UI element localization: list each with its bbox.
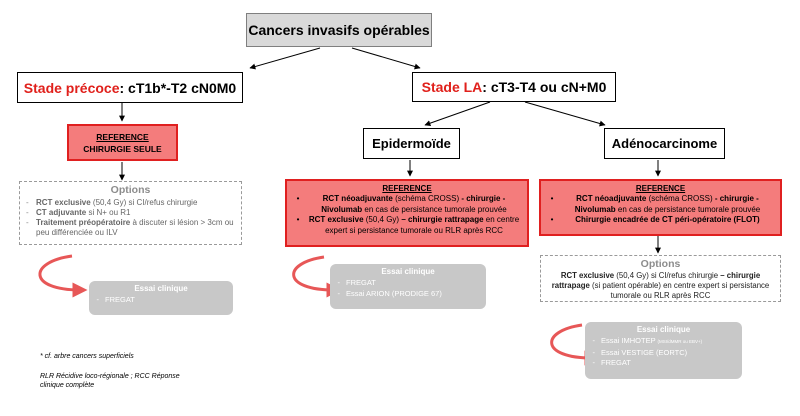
early-options-title: Options — [110, 184, 151, 196]
early-options-box: Options -RCT exclusive (50,4 Gy) si CI/r… — [19, 181, 242, 245]
squamous-node: Epidermoïde — [363, 128, 460, 159]
early-reference-box: REFERENCE CHIRURGIE SEULE — [67, 124, 178, 161]
adeno-trial-item: -FREGAT — [592, 358, 631, 367]
early-trial-box: Essai clinique -FREGAT — [89, 281, 233, 315]
adeno-option-text: RCT exclusive (50,4 Gy) si CI/refus chir… — [551, 271, 770, 300]
early-option-item: -CT adjuvante si N+ ou R1 — [26, 208, 131, 217]
early-reference-text: CHIRURGIE SEULE — [83, 143, 162, 154]
adeno-trial-item: -Essai VESTIGE (EORTC) — [592, 347, 688, 357]
curved-arrow-early-trial — [38, 254, 88, 298]
early-trial-title: Essai clinique — [134, 284, 188, 293]
adeno-trial-box: Essai clinique -Essai IMHOTEP (MSI/dMMR … — [585, 322, 742, 379]
early-option-item: -RCT exclusive (50,4 Gy) si CI/refus chi… — [26, 198, 198, 207]
footnote-abbreviations: RLR Récidive loco-régionale ; RCC Répons… — [40, 373, 180, 389]
arrow-la-to-squamous — [424, 101, 491, 127]
root-node: Cancers invasifs opérables — [246, 13, 432, 47]
la-stage-node: Stade LA : cT3-T4 ou cN+M0 — [412, 72, 616, 102]
adeno-trial-item: -Essai IMHOTEP (MSI/dMMR ou EBV+) — [592, 336, 703, 345]
squamous-label: Epidermoïde — [372, 136, 451, 151]
squamous-reference-item: •RCT exclusive (50,4 Gy) – chirurgie rat… — [296, 215, 520, 235]
early-reference-title: REFERENCE — [96, 131, 149, 142]
adeno-trial-title: Essai clinique — [636, 325, 691, 334]
la-stage-prefix: Stade LA — [421, 79, 483, 95]
adeno-reference-item: •RCT néoadjuvante (schéma CROSS) - chiru… — [550, 194, 761, 214]
footnote-superficial: * cf. arbre cancers superficiels — [40, 353, 134, 360]
curved-arrow-adeno-trial — [550, 323, 600, 366]
adeno-reference-box: REFERENCE •RCT néoadjuvante (schéma CROS… — [539, 179, 782, 236]
squamous-reference-item: •RCT néoadjuvante (schéma CROSS) - chiru… — [296, 194, 507, 214]
root-label: Cancers invasifs opérables — [248, 22, 430, 38]
early-option-item: -Traitement préopératoire à discuter si … — [26, 218, 234, 237]
squamous-trial-item: -FREGAT — [337, 278, 376, 287]
squamous-trial-item: -Essai ARION (PRODIGE 67) — [337, 288, 442, 298]
la-stage-criteria: : cT3-T4 ou cN+M0 — [482, 79, 607, 95]
squamous-trial-title: Essai clinique — [381, 267, 435, 276]
adeno-options-title: Options — [640, 258, 681, 270]
adeno-options-box: Options RCT exclusive (50,4 Gy) si CI/re… — [540, 255, 781, 302]
early-stage-prefix: Stade précoce — [23, 79, 120, 96]
adeno-reference-item: •Chirurgie encadrée de CT péri-opératoir… — [550, 215, 760, 224]
arrow-la-to-adeno — [524, 101, 606, 127]
adeno-label: Adénocarcinome — [611, 136, 718, 151]
early-stage-node: Stade précoce : cT1b*-T2 cN0M0 — [17, 72, 243, 103]
early-trial-item: -FREGAT — [96, 295, 135, 304]
squamous-reference-box: REFERENCE •RCT néoadjuvante (schéma CROS… — [285, 179, 529, 247]
squamous-trial-box: Essai clinique -FREGAT -Essai ARION (PRO… — [330, 264, 486, 309]
adeno-node: Adénocarcinome — [604, 128, 725, 159]
arrow-root-to-la — [351, 47, 421, 70]
adeno-reference-title: REFERENCE — [635, 184, 686, 193]
arrow-root-to-early — [249, 47, 321, 70]
early-stage-criteria: : cT1b*-T2 cN0M0 — [119, 79, 237, 96]
curved-arrow-squamous-trial — [292, 255, 342, 298]
squamous-reference-title: REFERENCE — [382, 184, 432, 193]
